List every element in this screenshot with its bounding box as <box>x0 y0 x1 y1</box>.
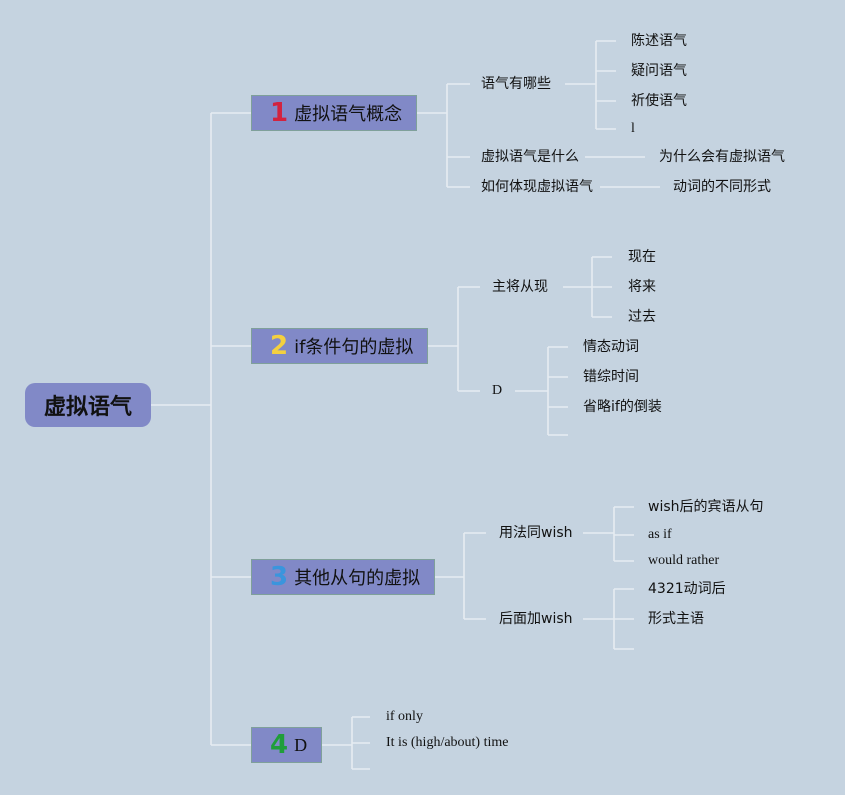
branch-1-label: 虚拟语气概念 <box>294 104 403 125</box>
node-1-3-1[interactable]: 动词的不同形式 <box>673 179 771 195</box>
node-3-1-2[interactable]: as if <box>648 527 672 542</box>
branch-1-node[interactable]: 1 虚拟语气概念 <box>251 95 417 131</box>
node-1-1-2[interactable]: 疑问语气 <box>631 63 687 79</box>
node-3-1[interactable]: 用法同wish <box>499 525 573 541</box>
branch-2-number: 2 <box>270 331 289 361</box>
node-3-2-1[interactable]: 4321动词后 <box>648 581 726 597</box>
node-2-2-3[interactable]: 省略if的倒装 <box>583 399 662 415</box>
node-3-1-3[interactable]: would rather <box>648 553 720 568</box>
branch-4-number: 4 <box>270 730 289 760</box>
node-3-2[interactable]: 后面加wish <box>499 611 573 627</box>
branch-4-node[interactable]: 4 D <box>251 727 322 763</box>
node-2-1-1[interactable]: 现在 <box>628 249 656 265</box>
branch-4-label: D <box>294 734 308 755</box>
node-3-2-2[interactable]: 形式主语 <box>648 611 704 627</box>
node-1-1-3[interactable]: 祈使语气 <box>631 93 687 109</box>
node-1-1-4[interactable]: l <box>631 121 635 136</box>
branch-1-number: 1 <box>270 98 289 128</box>
branch-3-node[interactable]: 3 其他从句的虚拟 <box>251 559 435 595</box>
node-1-1-1[interactable]: 陈述语气 <box>631 33 687 49</box>
branch-2-label: if条件句的虚拟 <box>294 337 414 358</box>
branch-3-number: 3 <box>270 562 289 592</box>
node-2-1-3[interactable]: 过去 <box>628 309 656 325</box>
node-2-2[interactable]: D <box>492 383 503 398</box>
node-1-2-1[interactable]: 为什么会有虚拟语气 <box>659 149 785 165</box>
root-node[interactable]: 虚拟语气 <box>25 383 151 427</box>
node-4-2[interactable]: It is (high/about) time <box>386 735 509 750</box>
branch-3-label: 其他从句的虚拟 <box>294 568 421 589</box>
node-4-1[interactable]: if only <box>386 709 423 724</box>
node-3-1-1[interactable]: wish后的宾语从句 <box>648 499 764 515</box>
node-1-3[interactable]: 如何体现虚拟语气 <box>481 179 593 195</box>
node-2-2-1[interactable]: 情态动词 <box>583 339 639 355</box>
node-2-1[interactable]: 主将从现 <box>492 279 548 295</box>
node-1-1[interactable]: 语气有哪些 <box>481 76 551 92</box>
node-1-2[interactable]: 虚拟语气是什么 <box>481 149 579 165</box>
branch-2-node[interactable]: 2 if条件句的虚拟 <box>251 328 428 364</box>
node-2-2-2[interactable]: 错综时间 <box>583 369 639 385</box>
node-2-1-2[interactable]: 将来 <box>628 279 656 295</box>
